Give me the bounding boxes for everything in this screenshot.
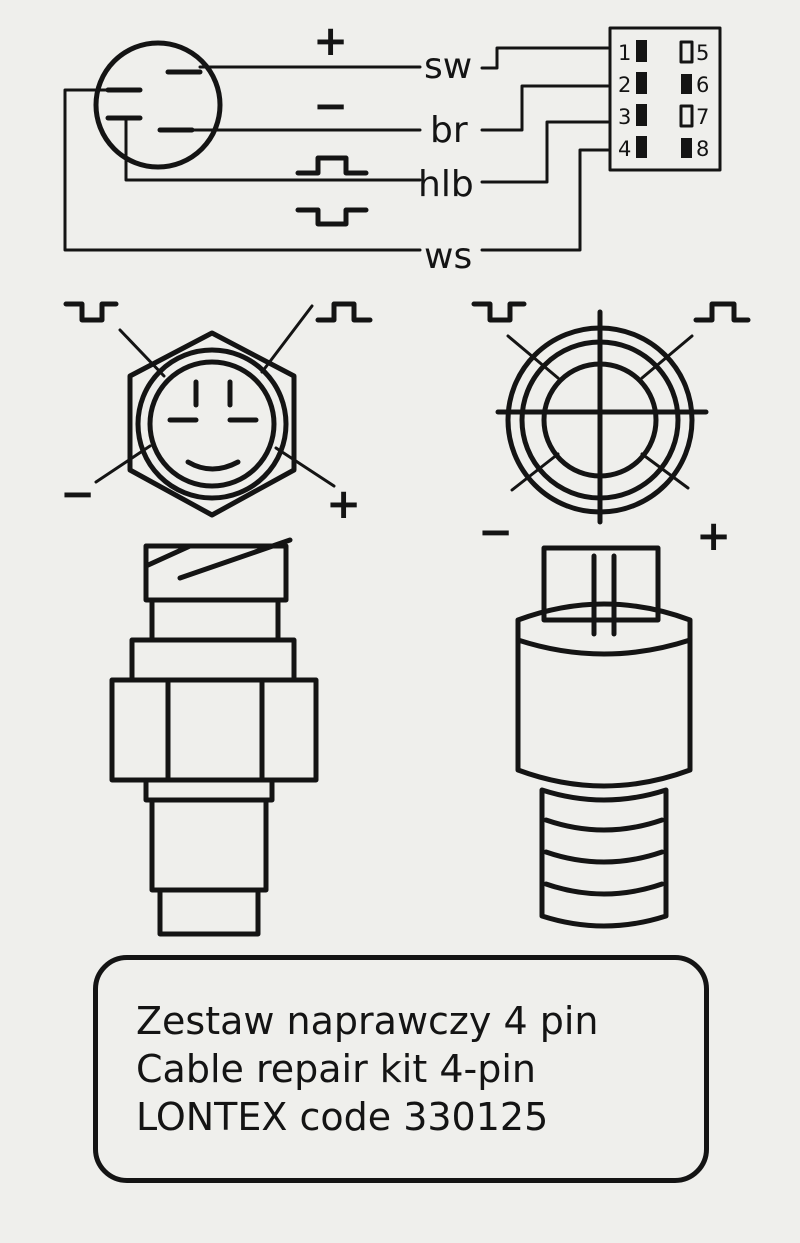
caption-line-1: Zestaw naprawczy 4 pin [136,999,599,1043]
right-sensor-plus: + [696,511,731,560]
wire-sw-polarity: + [313,16,348,65]
right-sensor-face [471,301,751,525]
pin-6: 6 [696,73,709,97]
connector-wires [480,46,610,252]
pin-8: 8 [696,137,709,161]
caption-box: Zestaw naprawczy 4 pin Cable repair kit … [93,955,709,1183]
caption-line-3: LONTEX code 330125 [136,1095,549,1139]
pin-1: 1 [618,41,631,65]
pin-connector-8 [608,26,722,172]
wire-lines [63,65,422,252]
pin-3: 3 [618,105,631,129]
wire-label-sw: sw [424,46,472,87]
left-sensor-minus: − [60,469,95,518]
signal-symbols [295,155,369,227]
wire-label-br: br [430,110,468,151]
pin-4: 4 [618,137,631,161]
pin-7: 7 [696,105,709,129]
pin-5: 5 [696,41,709,65]
left-sensor-face [63,301,373,518]
wire-label-ws: ws [424,236,472,277]
left-sensor-body [109,537,319,937]
wire-br-polarity: − [313,81,348,130]
round-connector-symbol [93,40,223,170]
right-sensor-minus: − [478,507,513,556]
wire-label-hlb: hlb [418,164,474,205]
pin-2: 2 [618,73,631,97]
right-sensor-body [515,545,693,929]
left-sensor-plus: + [326,479,361,528]
caption-line-2: Cable repair kit 4-pin [136,1047,536,1091]
